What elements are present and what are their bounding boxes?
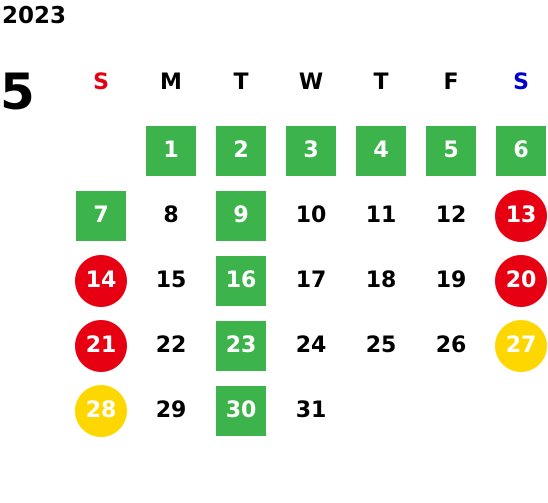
day-cell: 14 [66,248,136,313]
calendar-year: 2023 [2,3,67,29]
day-cell: 9 [206,183,276,248]
day-number: 15 [155,268,187,293]
day-number: 22 [155,333,187,358]
day-cell: 27 [486,313,548,378]
day-number: 25 [365,333,397,358]
day-number-green-marked: 5 [426,125,476,176]
day-number-green-marked: 2 [216,125,266,176]
day-cell: 11 [346,183,416,248]
day-cell: 6 [486,118,548,183]
day-number-red-marked: 21 [75,319,127,372]
calendar-month: 5 [0,63,35,121]
day-number: 29 [155,398,187,423]
day-cell: 23 [206,313,276,378]
day-number-red-marked: 14 [75,254,127,307]
day-number-green-marked: 23 [216,320,266,371]
weekday-label: W [298,69,324,95]
day-number-yellow-marked: 27 [495,319,547,372]
day-cell: 21 [66,313,136,378]
day-number: 12 [435,203,467,228]
day-cell: 8 [136,183,206,248]
weekday-label: T [373,69,389,95]
day-number-green-marked: 1 [146,125,196,176]
day-number-green-marked: 3 [286,125,336,176]
day-number-red-marked: 13 [495,189,547,242]
day-cell: 31 [276,378,346,443]
weekday-label: M [160,69,182,95]
day-number: 8 [163,203,179,228]
day-cell: 15 [136,248,206,313]
day-cell: 28 [66,378,136,443]
day-number-yellow-marked: 28 [75,384,127,437]
day-cell: 30 [206,378,276,443]
day-cell: 26 [416,313,486,378]
day-number: 24 [295,333,327,358]
day-cell: 13 [486,183,548,248]
day-cell: 2 [206,118,276,183]
day-cell: 4 [346,118,416,183]
day-number-green-marked: 6 [496,125,546,176]
day-cell: 20 [486,248,548,313]
day-number: 17 [295,268,327,293]
day-cell: 18 [346,248,416,313]
day-number: 19 [435,268,467,293]
day-cell: 25 [346,313,416,378]
empty-day-cell [66,118,136,183]
day-cell: 5 [416,118,486,183]
day-number: 31 [295,398,327,423]
day-cell: 17 [276,248,346,313]
day-number: 11 [365,203,397,228]
day-cell: 3 [276,118,346,183]
day-number: 10 [295,203,327,228]
day-cell: 19 [416,248,486,313]
day-number-green-marked: 16 [216,255,266,306]
day-number-green-marked: 4 [356,125,406,176]
day-number-green-marked: 30 [216,385,266,436]
day-cell: 24 [276,313,346,378]
weekday-label: F [443,69,459,95]
day-cell: 7 [66,183,136,248]
weekday-label: T [233,69,249,95]
day-number: 26 [435,333,467,358]
day-cell: 22 [136,313,206,378]
day-number: 18 [365,268,397,293]
day-cell: 29 [136,378,206,443]
day-cell: 16 [206,248,276,313]
day-cell: 10 [276,183,346,248]
day-number-green-marked: 7 [76,190,126,241]
day-number-red-marked: 20 [495,254,547,307]
day-cell: 1 [136,118,206,183]
weekday-label: S [513,69,529,95]
day-cell: 12 [416,183,486,248]
day-number-green-marked: 9 [216,190,266,241]
weekday-label: S [93,69,109,95]
